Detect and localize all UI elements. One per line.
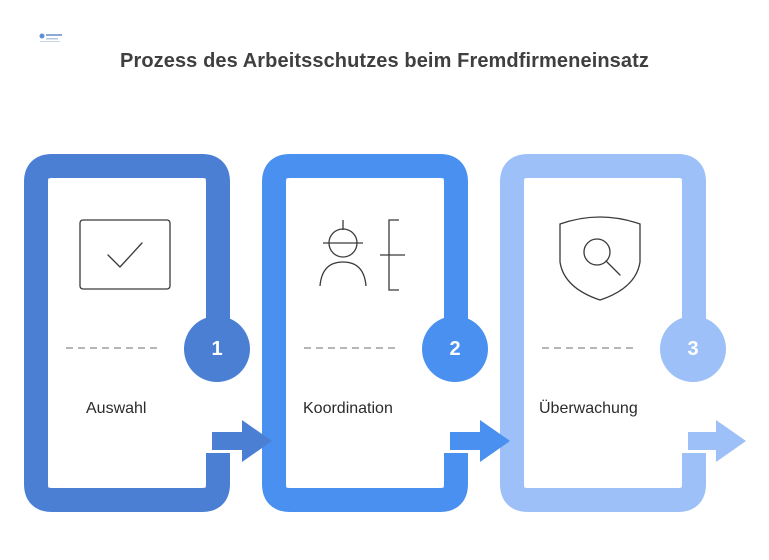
shield-search-icon bbox=[559, 216, 641, 301]
company-logo-icon bbox=[39, 33, 62, 42]
step-2-number: 2 bbox=[422, 316, 488, 382]
step-3-arrow-icon bbox=[688, 420, 746, 462]
step-1-card bbox=[24, 154, 272, 512]
worker-clipboard-icon bbox=[319, 219, 405, 291]
step-3-card bbox=[500, 154, 746, 512]
step-1-label: Auswahl bbox=[86, 400, 147, 417]
step-2-arrow-icon bbox=[450, 420, 510, 462]
page-title: Prozess des Arbeitsschutzes beim Fremdfi… bbox=[120, 50, 649, 72]
step-2-label: Koordination bbox=[303, 400, 393, 417]
checkbox-icon bbox=[79, 219, 171, 290]
step-3-label: Überwachung bbox=[539, 400, 638, 417]
step-2-card bbox=[262, 154, 510, 512]
step-3-number: 3 bbox=[660, 316, 726, 382]
step-1-arrow-icon bbox=[212, 420, 272, 462]
step-1-number: 1 bbox=[184, 316, 250, 382]
